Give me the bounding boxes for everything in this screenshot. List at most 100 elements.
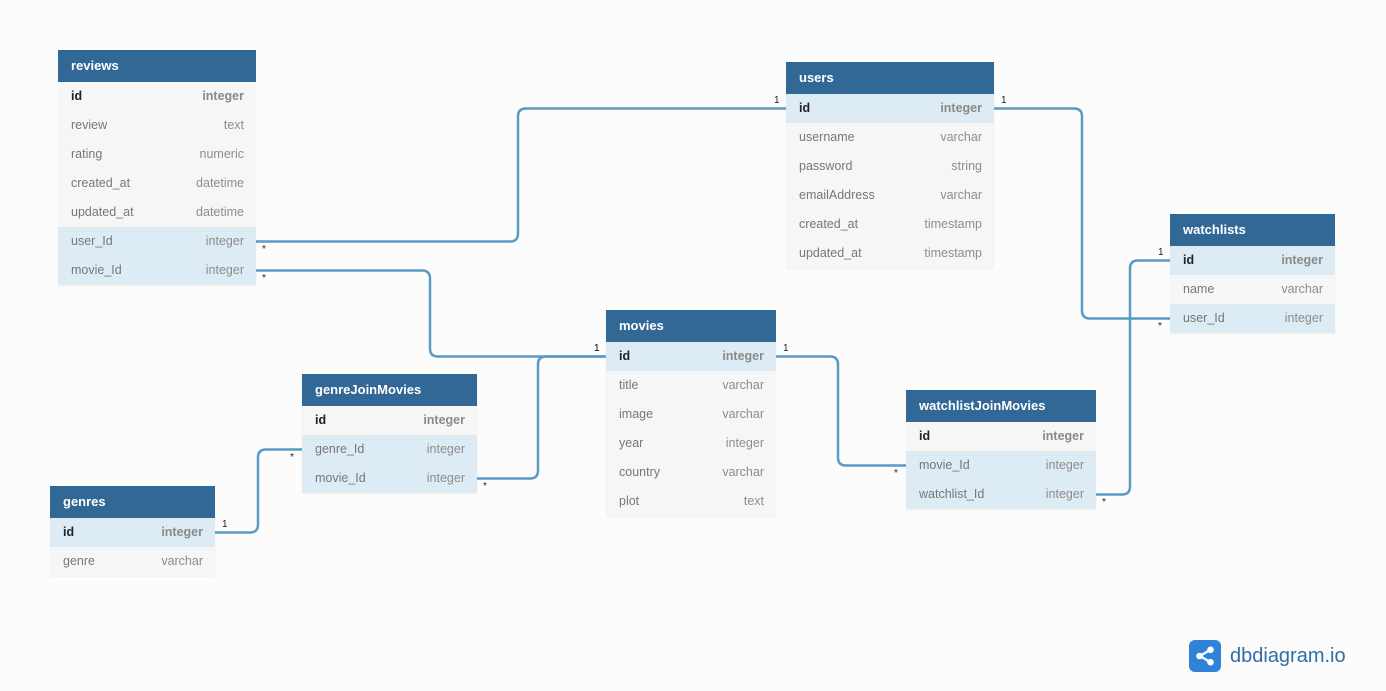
field-type: varchar [722, 378, 764, 392]
field-name: emailAddress [799, 188, 875, 202]
field-type: varchar [1281, 282, 1323, 296]
relationship-line[interactable] [1096, 259, 1170, 496]
field-name: id [919, 429, 931, 443]
relationship-line[interactable] [256, 269, 606, 358]
field-name: title [619, 378, 639, 392]
field-name: id [315, 413, 327, 427]
field-type: integer [1284, 311, 1323, 325]
logo-text: dbdiagram.io [1230, 644, 1346, 667]
field-name: user_Id [71, 234, 113, 248]
relationship-line[interactable] [477, 355, 606, 480]
field-type: integer [423, 413, 465, 427]
table-header-users[interactable]: users [786, 62, 994, 94]
field-type: integer [1042, 429, 1084, 443]
field-row[interactable]: rating numeric [58, 140, 256, 169]
relationship-line[interactable] [776, 355, 906, 467]
field-type: varchar [722, 407, 764, 421]
cardinality-one: 1 [1158, 246, 1164, 258]
field-row[interactable]: id integer [906, 422, 1096, 451]
field-type: datetime [196, 176, 244, 190]
table-header-watchlists[interactable]: watchlists [1170, 214, 1335, 246]
field-row[interactable]: name varchar [1170, 275, 1335, 304]
table-header-genres[interactable]: genres [50, 486, 215, 518]
relationship-line[interactable] [215, 448, 302, 534]
field-name: user_Id [1183, 311, 1225, 325]
field-type: string [951, 159, 982, 173]
field-row[interactable]: updated_at timestamp [786, 239, 994, 268]
field-name: name [1183, 282, 1215, 296]
field-type: integer [1045, 458, 1084, 472]
field-row[interactable]: user_Id integer [1170, 304, 1335, 333]
cardinality-many: * [290, 451, 294, 463]
field-type: text [743, 494, 764, 508]
dbdiagram-logo[interactable]: dbdiagram.io [1189, 640, 1346, 672]
share-icon [1189, 640, 1221, 672]
field-name: movie_Id [919, 458, 970, 472]
field-type: integer [205, 234, 244, 248]
relationship-line[interactable] [256, 107, 786, 243]
field-row[interactable]: title varchar [606, 371, 776, 400]
table-header-movies[interactable]: movies [606, 310, 776, 342]
field-row[interactable]: id integer [606, 342, 776, 371]
field-type: timestamp [924, 246, 982, 260]
table-header-reviews[interactable]: reviews [58, 50, 256, 82]
field-row[interactable]: plot text [606, 487, 776, 516]
table-header-watchlistJoinMovies[interactable]: watchlistJoinMovies [906, 390, 1096, 422]
field-type: integer [161, 525, 203, 539]
field-row[interactable]: id integer [50, 518, 215, 547]
field-type: timestamp [924, 217, 982, 231]
field-row[interactable]: id integer [786, 94, 994, 123]
field-type: integer [426, 442, 465, 456]
cardinality-one: 1 [222, 518, 228, 530]
field-name: id [799, 101, 811, 115]
table-watchlistJoinMovies[interactable]: watchlistJoinMovies id integer movie_Id inte… [906, 390, 1096, 509]
field-type: integer [722, 349, 764, 363]
field-name: plot [619, 494, 640, 508]
field-name: updated_at [71, 205, 134, 219]
field-name: rating [71, 147, 103, 161]
field-type: varchar [722, 465, 764, 479]
field-name: id [1183, 253, 1195, 267]
cardinality-one: 1 [774, 94, 780, 106]
field-type: varchar [940, 130, 982, 144]
field-name: id [63, 525, 75, 539]
field-name: id [619, 349, 631, 363]
field-name: country [619, 465, 660, 479]
field-row[interactable]: user_Id integer [58, 227, 256, 256]
cardinality-one: 1 [783, 342, 789, 354]
cardinality-many: * [262, 243, 266, 255]
field-type: numeric [199, 147, 244, 161]
relationship-line[interactable] [994, 107, 1170, 320]
field-type: integer [202, 89, 244, 103]
field-row[interactable]: movie_Id integer [906, 451, 1096, 480]
field-type: integer [940, 101, 982, 115]
field-row[interactable]: id integer [302, 406, 477, 435]
field-name: updated_at [799, 246, 862, 260]
cardinality-many: * [483, 480, 487, 492]
field-row[interactable]: country varchar [606, 458, 776, 487]
table-header-genreJoinMovies[interactable]: genreJoinMovies [302, 374, 477, 406]
